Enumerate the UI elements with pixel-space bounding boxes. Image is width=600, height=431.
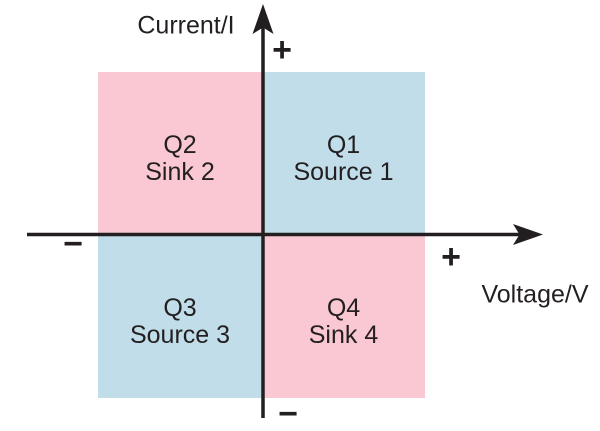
quadrant-q1-name: Q1 bbox=[326, 130, 361, 159]
quadrant-q1: Q1 Source 1 bbox=[262, 72, 425, 234]
quadrant-q2: Q2 Sink 2 bbox=[98, 72, 262, 234]
voltage-axis-arrowhead-icon bbox=[513, 224, 543, 245]
current-axis-label: Current/I bbox=[137, 11, 235, 40]
voltage-positive-sign: + bbox=[441, 238, 461, 276]
current-positive-sign: + bbox=[272, 31, 292, 69]
quadrant-q3: Q3 Source 3 bbox=[98, 234, 262, 398]
voltage-negative-sign: − bbox=[63, 225, 83, 263]
quadrant-q2-name: Q2 bbox=[163, 130, 197, 159]
quadrant-q1-role: Source 1 bbox=[293, 157, 394, 186]
quadrant-q2-role: Sink 2 bbox=[145, 157, 215, 186]
quadrant-q4-role: Sink 4 bbox=[308, 320, 379, 349]
quadrant-q3-name: Q3 bbox=[163, 293, 197, 322]
current-negative-sign: − bbox=[278, 395, 298, 431]
current-axis-arrowhead-icon bbox=[252, 4, 274, 34]
quadrant-q4: Q4 Sink 4 bbox=[262, 234, 425, 398]
quadrant-q4-name: Q4 bbox=[326, 293, 361, 322]
voltage-axis-label: Voltage/V bbox=[481, 280, 589, 309]
quadrant-q3-role: Source 3 bbox=[129, 320, 231, 349]
